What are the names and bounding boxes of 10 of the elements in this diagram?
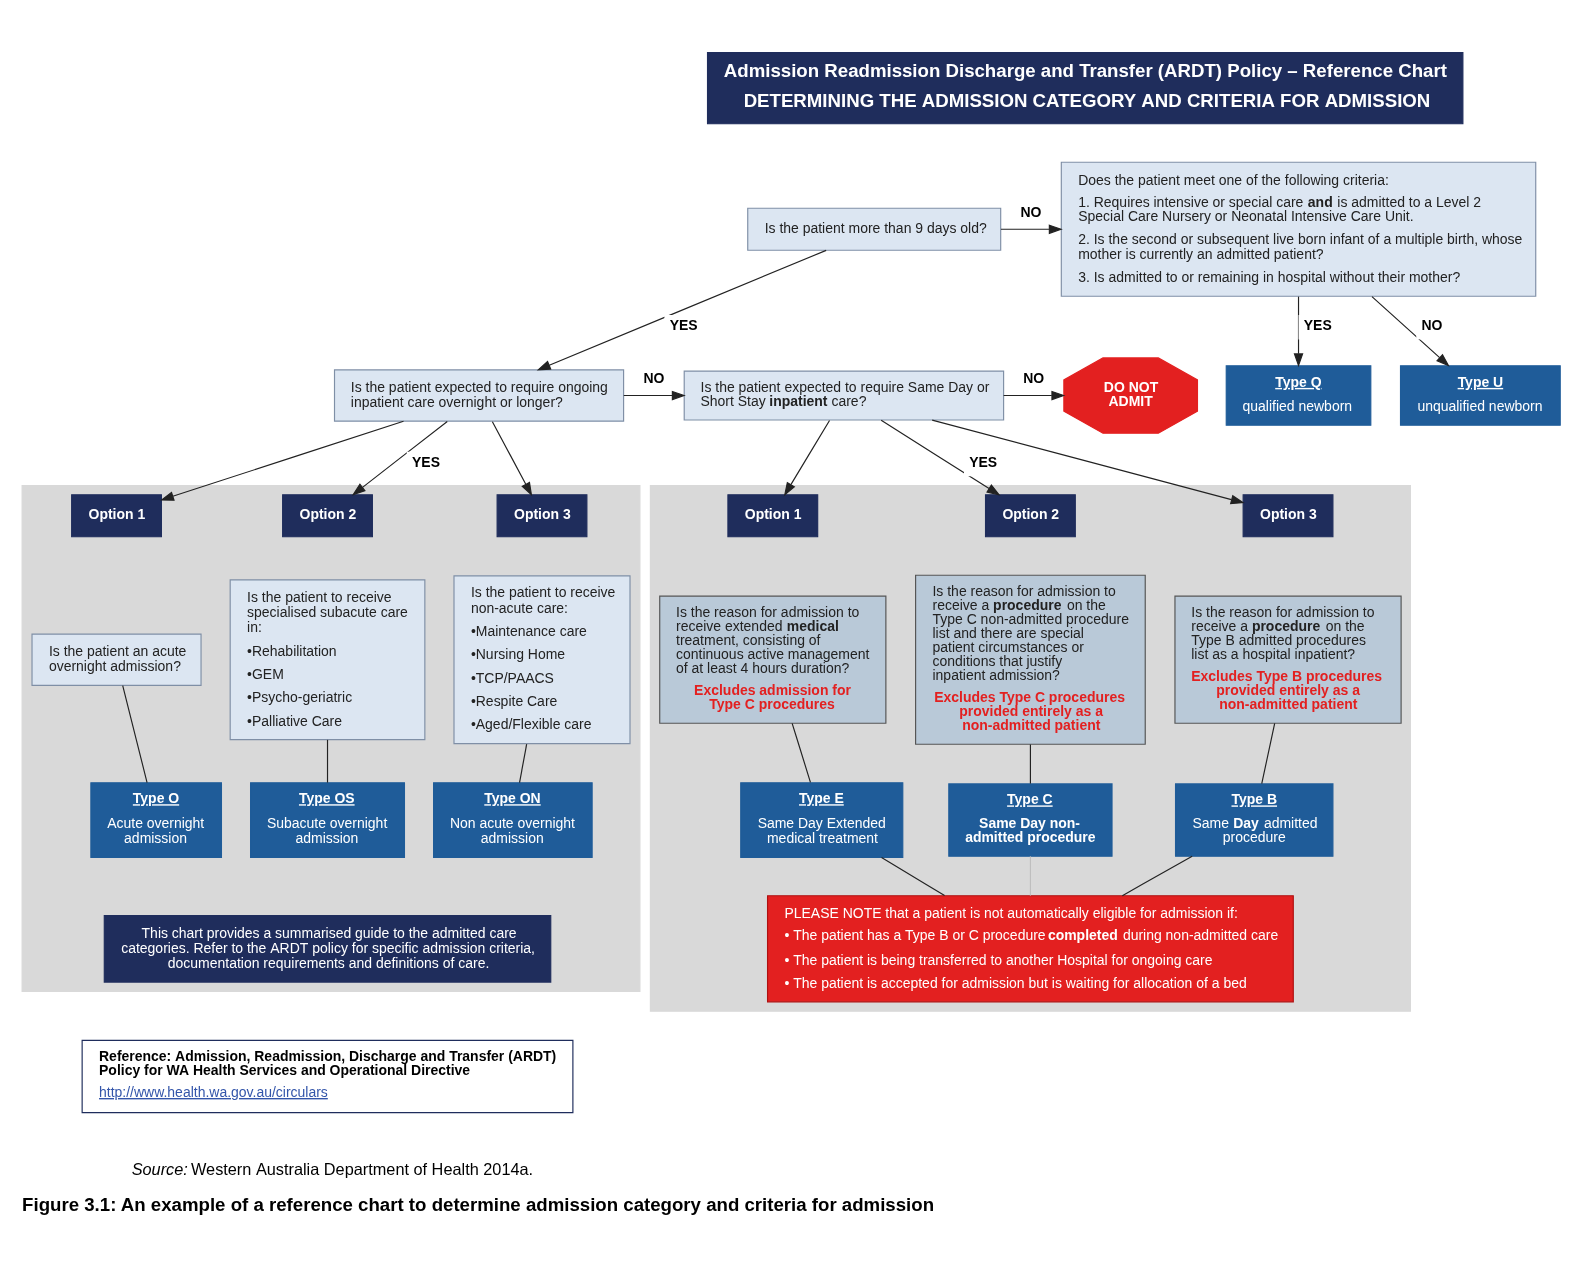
label: Source: Western Australia Department of Health 2014a. [131,1160,534,1179]
edge-label: NO [1020,203,1042,220]
edge-label: NO [643,369,665,386]
edge-label: YES [969,453,998,470]
edge-label: YES [669,317,698,334]
edge-label: NO [1023,369,1045,386]
edge-label: YES [412,453,440,470]
edge-label: YES [1303,317,1332,334]
caption: Figure 3.1: An example of a reference chart to determine admission category and criteria for admission [22,1194,935,1216]
edge-label: NO [1421,317,1443,334]
